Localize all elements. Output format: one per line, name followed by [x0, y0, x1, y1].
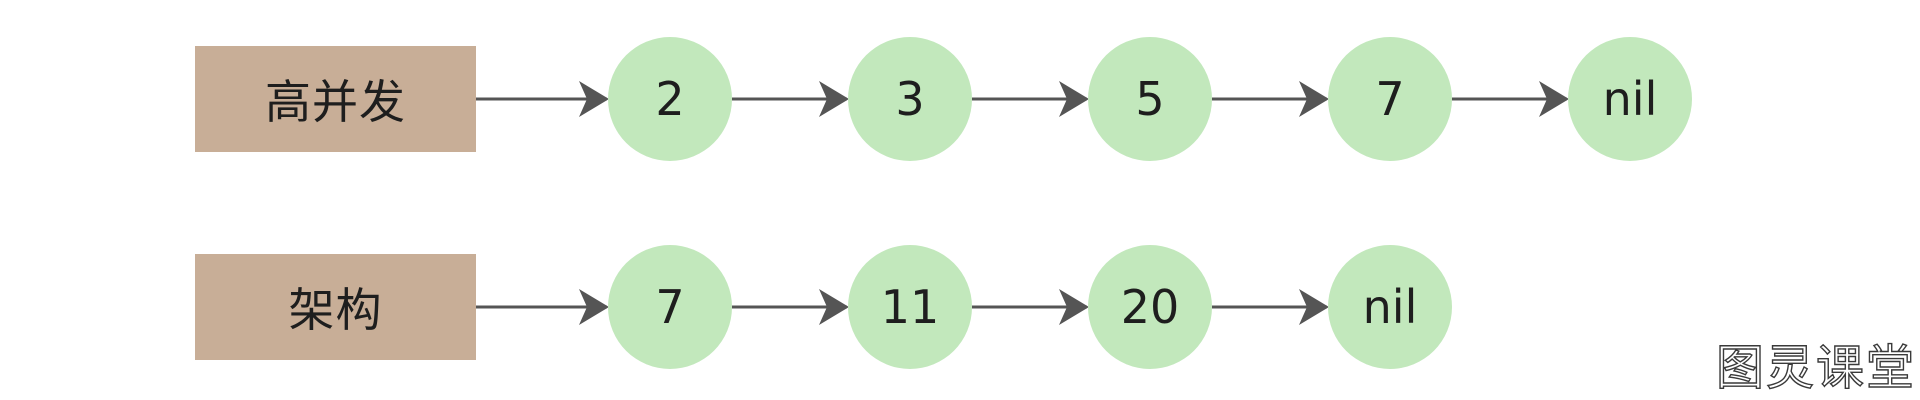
list-node-nil: nil [1568, 37, 1692, 161]
list-node: 20 [1088, 245, 1212, 369]
list-node: 2 [608, 37, 732, 161]
key-label: 架构 [288, 283, 383, 337]
key-box-gaobingfa: 高并发 [195, 46, 476, 152]
list-node-nil: nil [1328, 245, 1452, 369]
list-node: 7 [1328, 37, 1452, 161]
key-box-jiagou: 架构 [195, 254, 476, 360]
list-node: 7 [608, 245, 732, 369]
list-node: 5 [1088, 37, 1212, 161]
list-node: 11 [848, 245, 972, 369]
key-label: 高并发 [265, 75, 406, 129]
list-node: 3 [848, 37, 972, 161]
watermark-logo: 图灵课堂 [1715, 339, 1916, 396]
